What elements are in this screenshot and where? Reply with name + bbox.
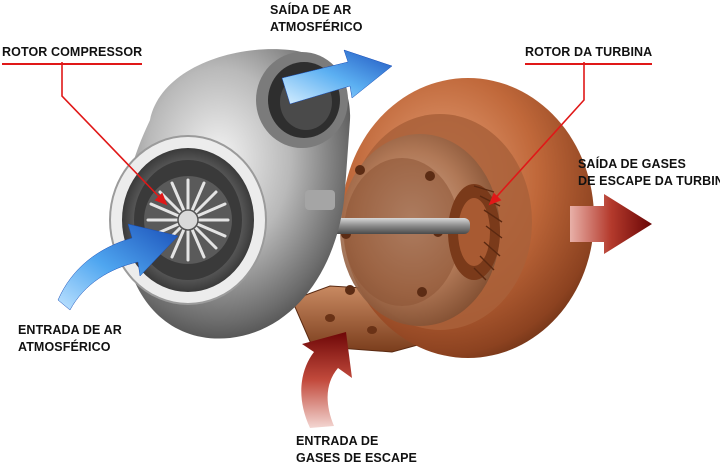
air-outlet-arrow <box>281 49 393 105</box>
label-exhaust-inlet-line-1: ENTRADA DE <box>296 434 379 448</box>
air-inlet-arrow <box>57 223 179 311</box>
leader-line-rotor-turbine <box>489 62 585 205</box>
flange-bolt <box>325 314 335 322</box>
label-exhaust-inlet: ENTRADA DE GASES DE ESCAPE <box>296 433 417 467</box>
leader-lines <box>61 62 585 206</box>
label-air-outlet-line-2: ATMOSFÉRICO <box>270 20 363 34</box>
exhaust-outlet-arrow <box>570 194 652 254</box>
label-exhaust-inlet-line-2: GASES DE ESCAPE <box>296 451 417 465</box>
label-air-outlet: SAÍDA DE AR ATMOSFÉRICO <box>270 2 363 36</box>
label-air-outlet-line-1: SAÍDA DE AR <box>270 3 352 17</box>
exhaust-inlet-arrow <box>301 332 352 428</box>
label-turbine-rotor-text: ROTOR DA TURBINA <box>525 45 653 59</box>
label-air-inlet-line-2: ATMOSFÉRICO <box>18 340 111 354</box>
leader-line-rotor-compressor <box>61 62 167 205</box>
label-air-inlet: ENTRADA DE AR ATMOSFÉRICO <box>18 322 122 356</box>
turbo-shaft <box>300 218 470 234</box>
leader-arrowhead-compressor <box>154 192 168 206</box>
leader-arrowhead-turbine <box>488 192 502 206</box>
label-exhaust-outlet-line-1: SAÍDA DE GASES <box>578 157 686 171</box>
flange-bolt <box>367 326 377 334</box>
label-compressor-rotor-text: ROTOR COMPRESSOR <box>2 45 143 59</box>
label-air-inlet-line-1: ENTRADA DE AR <box>18 323 122 337</box>
turbine-rotor <box>448 184 503 281</box>
label-turbine-rotor: ROTOR DA TURBINA <box>525 44 653 65</box>
label-compressor-rotor: ROTOR COMPRESSOR <box>2 44 143 65</box>
label-exhaust-outlet-line-2: DE ESCAPE DA TURBINA <box>578 174 720 188</box>
label-exhaust-outlet: SAÍDA DE GASES DE ESCAPE DA TURBINA <box>578 156 720 190</box>
